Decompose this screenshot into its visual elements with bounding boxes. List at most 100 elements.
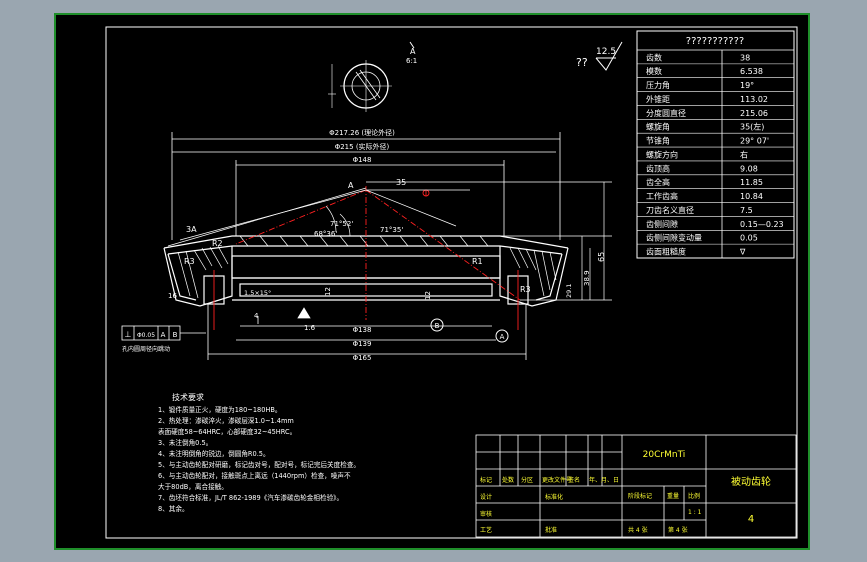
params-row-value: 19° [740, 81, 754, 90]
tech-note-line: 6、与主动齿轮配对，接触斑点上离远（1440rpm）检查，噪声不 [158, 471, 351, 480]
tb-sheets: 共 4 张 [628, 526, 648, 534]
tech-notes-title: 技术要求 [172, 392, 204, 402]
dim-a-point: A [348, 181, 354, 190]
tech-note-line: 表面硬度58~64HRC，心部硬度32~45HRC。 [158, 427, 296, 436]
tb-mark: 标记 [480, 476, 492, 484]
dim-ang-7152: 71°52' [330, 220, 353, 228]
datum-a-circle [495, 329, 509, 343]
datum-detail: A 6:1 [328, 41, 417, 112]
params-row-value: 35(左) [740, 122, 764, 132]
tech-note-line: 5、与主动齿轮配对研磨，标记齿对号，配对号，标记完后关度检查。 [158, 460, 360, 469]
tb-process: 工艺 [480, 526, 492, 534]
params-row-value: 29° 07' [740, 137, 769, 146]
dim-d165: Φ165 [353, 354, 372, 362]
params-row-name: 齿侧间隙 [646, 219, 678, 229]
tb-review: 审核 [480, 510, 492, 518]
tech-note-line: 3、未注倒角0.5。 [158, 438, 212, 447]
dim-r3-left: R3 [184, 257, 195, 266]
params-row-value: 右 [740, 149, 748, 159]
dim-4: 4 [254, 312, 259, 320]
tb-zone: 分区 [521, 476, 533, 484]
tech-note-line: 大于80dB，离合接触。 [158, 482, 228, 491]
dim-16: 16 [168, 292, 177, 300]
params-row-name: 外锥距 [646, 94, 670, 104]
dim-d148: Φ148 [353, 156, 372, 164]
dim-r1: R1 [472, 257, 483, 266]
params-row-name: 分度圆直径 [646, 108, 686, 118]
tb-sign: 签名 [568, 476, 580, 484]
params-row-value: 113.02 [740, 95, 768, 104]
params-row-name: 齿顶高 [646, 163, 670, 173]
tech-note-line: 1、锻件质量正火，硬度为180~180HB。 [158, 405, 282, 414]
angle-construction [167, 181, 612, 301]
tb-weight: 重量 [667, 492, 679, 500]
tolerance-frame: ⊥ Φ0.05 A B 孔内圆周径向跳动 [121, 325, 206, 353]
params-row-name: 压力角 [646, 80, 670, 90]
title-material: 20CrMnTi [643, 450, 686, 460]
dim-35: 35 [396, 178, 406, 187]
tol-box-1: ⊥ [125, 330, 132, 339]
dim-16b: 1.6 [304, 324, 316, 332]
sheet-inner-border [105, 26, 798, 539]
params-row-value: 7.5 [740, 206, 753, 215]
roughness-value: 12.5 [596, 47, 616, 57]
tb-sheet-no: 第 4 张 [668, 526, 688, 534]
tech-note-line: 8、其余。 [158, 504, 189, 513]
tech-note-line: 4、未注明倒角的锐边，倒圆角R0.5。 [158, 449, 270, 458]
dim-d139: Φ139 [353, 340, 372, 348]
tech-notes: 技术要求 1、锻件质量正火，硬度为180~180HB。2、热处理：渗碳淬火，渗碳… [158, 392, 360, 513]
tb-stage: 阶段标记 [628, 492, 652, 500]
dim-389: 38.9 [583, 270, 591, 286]
title-block [475, 434, 797, 538]
datum-b-circle [430, 318, 444, 332]
params-row-value: 9.08 [740, 164, 758, 173]
title-part-name: 被动齿轮 [731, 475, 771, 488]
params-row-name: 刀齿名义直径 [646, 205, 694, 215]
dim-ang-6836: 68°36' [314, 230, 337, 238]
params-row-value: 11.85 [740, 178, 763, 187]
datum-b-label: B [435, 322, 440, 330]
title-drawing-no: 4 [748, 514, 754, 525]
dim-12a: 12 [324, 287, 332, 296]
params-row-name: 工作齿高 [646, 191, 678, 201]
params-row-name: 螺旋方向 [646, 149, 678, 159]
dim-15x15: 1.5×15° [244, 289, 271, 297]
dim-12b: 12 [424, 291, 432, 300]
dim-d138: Φ138 [353, 326, 372, 334]
params-row-name: 节锥角 [646, 136, 670, 146]
bottom-dimensions [207, 304, 527, 360]
dim-r3-right: R3 [520, 285, 531, 294]
tol-box-3: A [161, 331, 166, 339]
tb-count: 处数 [502, 476, 514, 484]
tol-note-left: 孔内圆周径向跳动 [122, 345, 170, 353]
tb-design: 设计 [480, 493, 492, 501]
tb-scale: 比例 [688, 492, 700, 500]
params-row-name: 模数 [646, 66, 662, 76]
datum-a-scale: 6:1 [406, 57, 417, 65]
params-row-value: 38 [740, 53, 750, 62]
tb-date: 年、月、日 [589, 476, 619, 484]
params-row-value: ∇ [739, 248, 746, 257]
params-row-name: 齿数 [646, 52, 662, 62]
tol-box-2: Φ0.05 [137, 332, 155, 339]
datum-a-label: A [410, 47, 416, 56]
dim-ang-7135: 71°35' [380, 226, 403, 234]
dim-3a: 3A [186, 225, 197, 234]
params-row-name: 螺旋角 [646, 122, 670, 132]
red-centerlines [213, 186, 521, 330]
tech-note-line: 7、齿坯符合标准，JL/T 862-1989《汽车渗碳齿轮金相检验》。 [158, 493, 343, 502]
sheet-outer-border [54, 13, 810, 550]
tol-box-4: B [173, 331, 178, 339]
dim-d217: Φ217.26 (理论外径) [329, 128, 395, 137]
params-row-value: 10.84 [740, 192, 763, 201]
dim-291: 29.1 [565, 284, 573, 298]
params-table-header: ??????????? [686, 36, 744, 47]
top-dimensions [171, 132, 561, 240]
tb-scale-value: 1 : 1 [688, 509, 702, 516]
roughness-prefix: ?? [576, 56, 588, 69]
params-row-value: 0.05 [740, 234, 758, 243]
tb-approve: 批准 [545, 526, 557, 534]
tb-change-doc: 更改文件号 [542, 476, 572, 484]
